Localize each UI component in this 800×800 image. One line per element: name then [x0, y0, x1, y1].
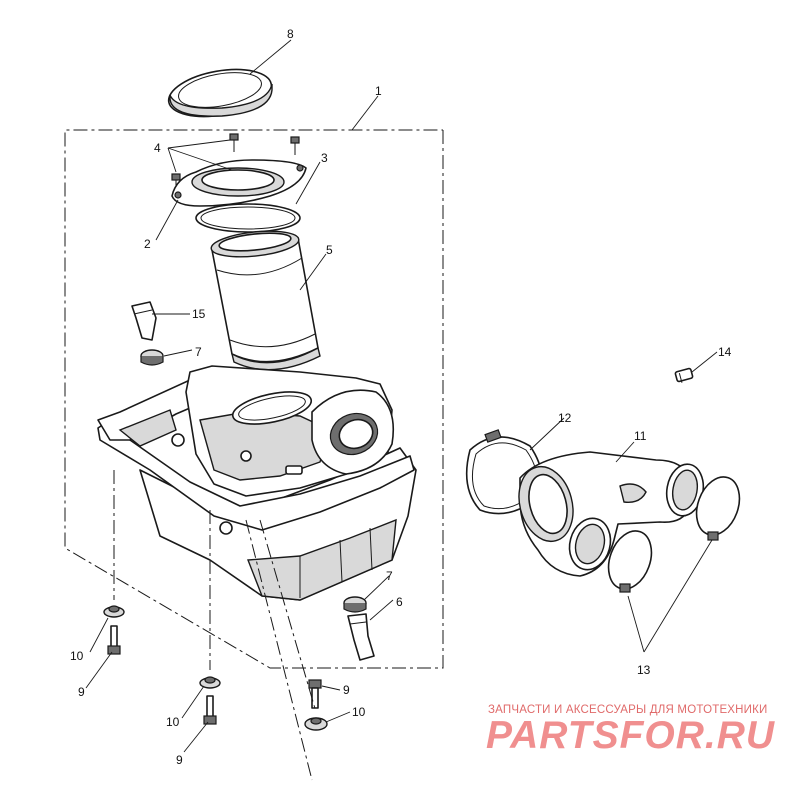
- part-9-bolt-center[interactable]: [203, 695, 217, 725]
- callout-12: 12: [558, 411, 572, 425]
- callout-13: 13: [637, 663, 651, 677]
- callout-9-left: 9: [78, 685, 85, 699]
- airbox-housing[interactable]: [97, 365, 417, 601]
- callout-2: 2: [144, 237, 151, 251]
- callout-8: 8: [287, 27, 294, 41]
- callout-9-center: 9: [176, 753, 183, 767]
- part-2-cover-plate[interactable]: [171, 159, 307, 207]
- callout-11: 11: [634, 429, 647, 443]
- watermark-tagline: ЗАПЧАСТИ И АКСЕССУАРЫ ДЛЯ МОТОТЕХНИКИ: [488, 704, 768, 716]
- callout-10-left: 10: [70, 649, 84, 663]
- callout-15: 15: [192, 307, 206, 321]
- assembly-1-boundary: [64, 129, 444, 669]
- part-5-filter-element[interactable]: [210, 227, 321, 371]
- alignment-line-right2: [259, 519, 317, 713]
- callout-3: 3: [321, 151, 328, 165]
- callout-5: 5: [326, 243, 333, 257]
- callout-9-right: 9: [343, 683, 350, 697]
- part-10-grommet-center[interactable]: [199, 676, 221, 689]
- part-13-hose-clamp-right[interactable]: [689, 471, 747, 541]
- part-11-intake-duct[interactable]: [511, 451, 707, 577]
- part-7-hose-clamp-upper[interactable]: [140, 349, 164, 366]
- part-15-drain-tube[interactable]: [131, 301, 157, 341]
- part-10-grommet-left[interactable]: [103, 605, 125, 618]
- part-9-bolt-left[interactable]: [107, 625, 121, 655]
- callout-7-upper: 7: [195, 345, 202, 359]
- part-14-plug[interactable]: [674, 367, 694, 383]
- callout-14: 14: [718, 345, 732, 359]
- callout-4: 4: [154, 141, 161, 155]
- leader-lines: [85, 39, 718, 753]
- callout-10-right: 10: [352, 705, 366, 719]
- part-3-o-ring[interactable]: [195, 203, 301, 233]
- part-13-hose-clamp-left[interactable]: [601, 525, 659, 595]
- alignment-line-right: [245, 519, 313, 781]
- part-8-seal-ring[interactable]: [165, 62, 275, 123]
- part-6-drain-tube[interactable]: [347, 613, 375, 661]
- part-7-hose-clamp-lower[interactable]: [343, 596, 367, 613]
- callout-6: 6: [396, 595, 403, 609]
- part-10-grommet-right[interactable]: [304, 717, 328, 731]
- callout-10-center: 10: [166, 715, 180, 729]
- callout-7-lower: 7: [386, 569, 393, 583]
- watermark-logo: PARTSFOR.RU: [486, 714, 776, 757]
- callout-1: 1: [375, 84, 382, 98]
